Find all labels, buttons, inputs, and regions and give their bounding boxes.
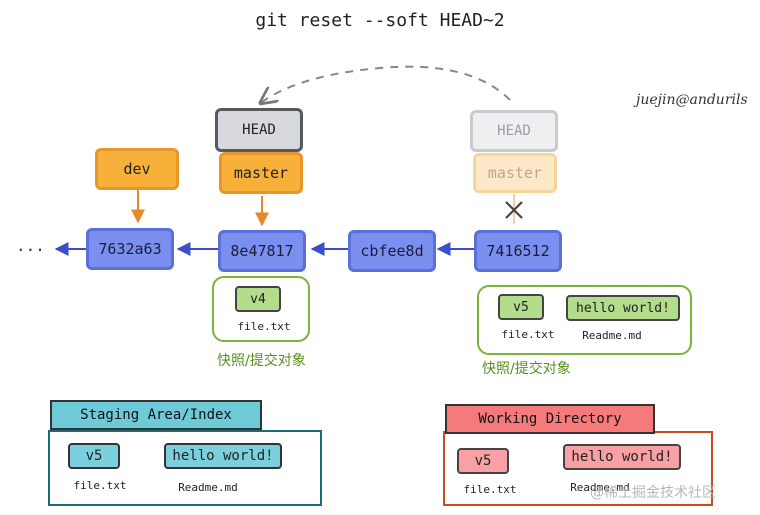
snapshot-right (477, 285, 692, 355)
watermark: @稀土掘金技术社区 (590, 485, 716, 501)
commit-7416512: 7416512 (474, 230, 562, 272)
master-branch: master (219, 152, 303, 194)
working-directory-header: Working Directory (445, 404, 655, 434)
staging-area-header: Staging Area/Index (50, 400, 262, 430)
ellipsis-more-commits: ... (16, 236, 45, 255)
staging-file2: Readme.md (178, 481, 238, 494)
snapshot-right-chip-hello: hello world! (566, 295, 680, 321)
snapshot-left (212, 276, 310, 342)
working-chip-hello: hello world! (563, 444, 681, 470)
working-chip-v5: v5 (457, 448, 509, 474)
staging-chip-v5: v5 (68, 443, 120, 469)
old-master-branch: master (473, 153, 557, 193)
commit-7632a63: 7632a63 (86, 228, 174, 270)
snapshot-right-file2: Readme.md (582, 329, 642, 342)
commit-8e47817: 8e47817 (218, 230, 306, 272)
snapshot-right-file1: file.txt (501, 328, 555, 341)
staging-file1: file.txt (73, 479, 127, 492)
snapshot-right-chip-v5: v5 (498, 294, 544, 320)
commit-cbfee8d: cbfee8d (348, 230, 436, 272)
author-signature: juejin@andurils (636, 92, 748, 108)
diagram-title: git reset --soft HEAD~2 (255, 10, 505, 31)
snapshot-left-chip: v4 (235, 286, 281, 312)
staging-area-box (48, 430, 322, 506)
head-ref: HEAD (215, 108, 303, 152)
dev-branch: dev (95, 148, 179, 190)
working-file1: file.txt (463, 483, 517, 496)
working-file2: Readme.md (570, 481, 630, 494)
staging-chip-hello: hello world! (164, 443, 282, 469)
snapshot-left-file: file.txt (237, 320, 291, 333)
snapshot-left-caption: 快照/提交对象 (217, 353, 306, 369)
snapshot-right-caption: 快照/提交对象 (482, 361, 571, 377)
cross-icon (505, 201, 523, 219)
old-head-ref: HEAD (470, 110, 558, 152)
reset-arc-arrow (262, 65, 511, 102)
